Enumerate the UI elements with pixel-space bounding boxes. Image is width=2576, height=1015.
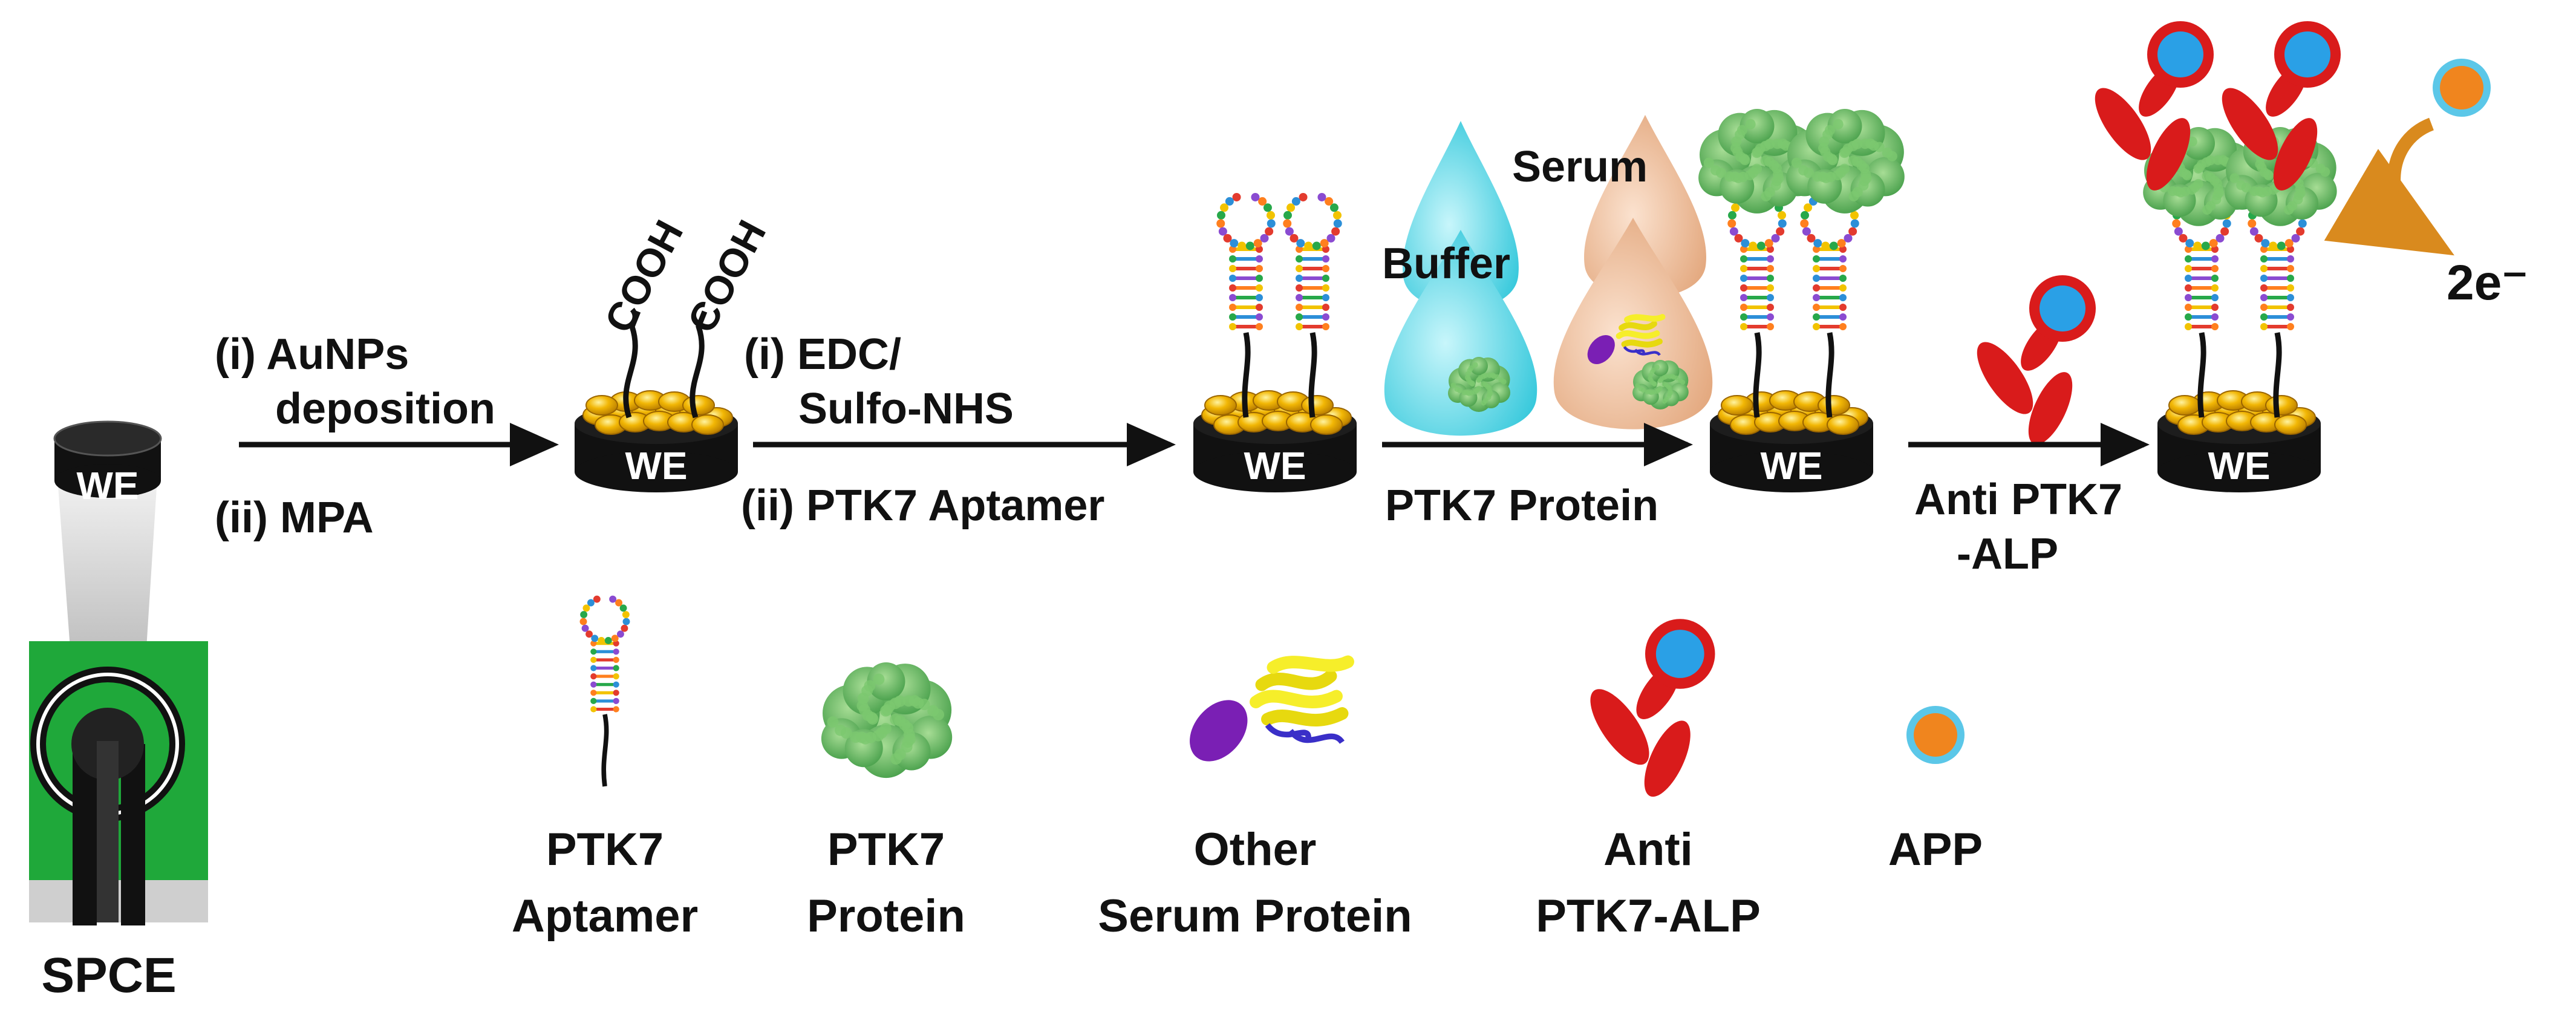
legend-app-icon <box>1906 706 1965 764</box>
aptamer-probe-5 <box>2172 192 2231 418</box>
we-label: WE <box>625 444 687 488</box>
gold-nanoparticles <box>1201 390 1352 435</box>
sandwich-antibody-1 <box>2095 21 2214 191</box>
legend-label-aptamer-1: PTK7 <box>546 824 664 875</box>
step-2-labels: (i) EDC/ Sulfo-NHS (ii) PTK7 Aptamer <box>741 330 1104 530</box>
we-label: WE <box>2208 444 2270 488</box>
app-product <box>2433 59 2491 117</box>
serum-label: Serum <box>1512 143 1648 191</box>
step-4-labels: Anti PTK7 -ALP <box>1914 475 2122 578</box>
step-1-line-3: (ii) MPA <box>215 494 374 542</box>
aptamer-probe-4 <box>1800 192 1859 418</box>
alp-enzyme <box>2029 275 2096 342</box>
legend-other-protein-icon <box>1190 655 1354 762</box>
we-label: WE <box>1760 444 1822 488</box>
legend-label-antibody-2: PTK7-ALP <box>1536 890 1761 942</box>
aptamer-probe-3 <box>1727 192 1787 418</box>
spce-device: SPCE WE <box>29 420 208 1003</box>
step-2-line-1: (i) EDC/ <box>744 330 901 379</box>
mpa-linkers <box>623 310 708 419</box>
gold-nanoparticles <box>1718 390 1868 435</box>
step-3-labels: PTK7 Protein <box>1385 481 1658 530</box>
step-1-line-1: (i) AuNPs <box>215 330 409 379</box>
legend-antibody-icon <box>1590 619 1715 797</box>
step-1-labels: (i) AuNPs deposition (ii) MPA <box>215 330 495 542</box>
alp-enzyme <box>1645 619 1715 689</box>
gold-nanoparticles <box>582 390 733 435</box>
legend: PTK7 Aptamer PTK7 Protein Other Serum Pr… <box>512 824 1983 942</box>
aptamer-probe-6 <box>2248 192 2307 418</box>
legend-aptamer-icon <box>579 595 630 787</box>
aptamer-probe-2 <box>1283 192 1342 418</box>
aptamer-probe-1 <box>1216 192 1276 418</box>
alp-enzyme <box>2274 21 2341 88</box>
we-electrode-3: WE <box>1710 390 1873 492</box>
electron-transfer-arrow <box>2324 117 2454 256</box>
legend-label-aptamer-2: Aptamer <box>512 890 698 942</box>
legend-label-app-1: APP <box>1888 824 1983 875</box>
step-1-line-2: deposition <box>275 385 495 433</box>
we-electrode-2: WE <box>1193 390 1357 492</box>
buffer-label: Buffer <box>1382 240 1510 288</box>
step-3-line-1: PTK7 Protein <box>1385 481 1658 530</box>
sandwich-antibody-2 <box>2222 21 2341 191</box>
step-2-line-3: (ii) PTK7 Aptamer <box>741 481 1104 530</box>
gold-nanoparticles <box>2165 390 2316 435</box>
cooh-label-2: COOH <box>679 213 774 340</box>
cooh-label-1: COOH <box>596 213 691 340</box>
legend-label-other-1: Other <box>1194 824 1317 875</box>
step-4-line-2: -ALP <box>1957 530 2058 578</box>
legend-label-protein-1: PTK7 <box>827 824 945 875</box>
svg-text:WE: WE <box>76 464 139 508</box>
we-electrode-1: WE <box>575 390 738 492</box>
captured-protein-2 <box>1786 109 1905 214</box>
protein-in-buffer <box>1448 357 1510 412</box>
spce-label: SPCE <box>41 948 176 1003</box>
we-electrode-0: WE <box>53 420 162 508</box>
other-protein-in-serum <box>1587 314 1666 364</box>
step-4-line-1: Anti PTK7 <box>1914 475 2122 524</box>
legend-label-other-2: Serum Protein <box>1098 890 1412 942</box>
protein-in-serum <box>1632 360 1689 410</box>
buffer-droplet-small <box>1403 121 1519 310</box>
anti-ptk7-alp-reagent <box>1977 275 2096 445</box>
step-2-line-2: Sulfo-NHS <box>798 385 1014 433</box>
we-electrode-4: WE <box>2157 390 2321 492</box>
electron-output-label: 2e⁻ <box>2447 255 2528 310</box>
legend-label-antibody-1: Anti <box>1603 824 1693 875</box>
legend-label-protein-2: Protein <box>807 890 965 942</box>
we-label: WE <box>1244 444 1306 488</box>
legend-protein-icon <box>821 662 953 778</box>
alp-enzyme <box>2147 21 2214 88</box>
